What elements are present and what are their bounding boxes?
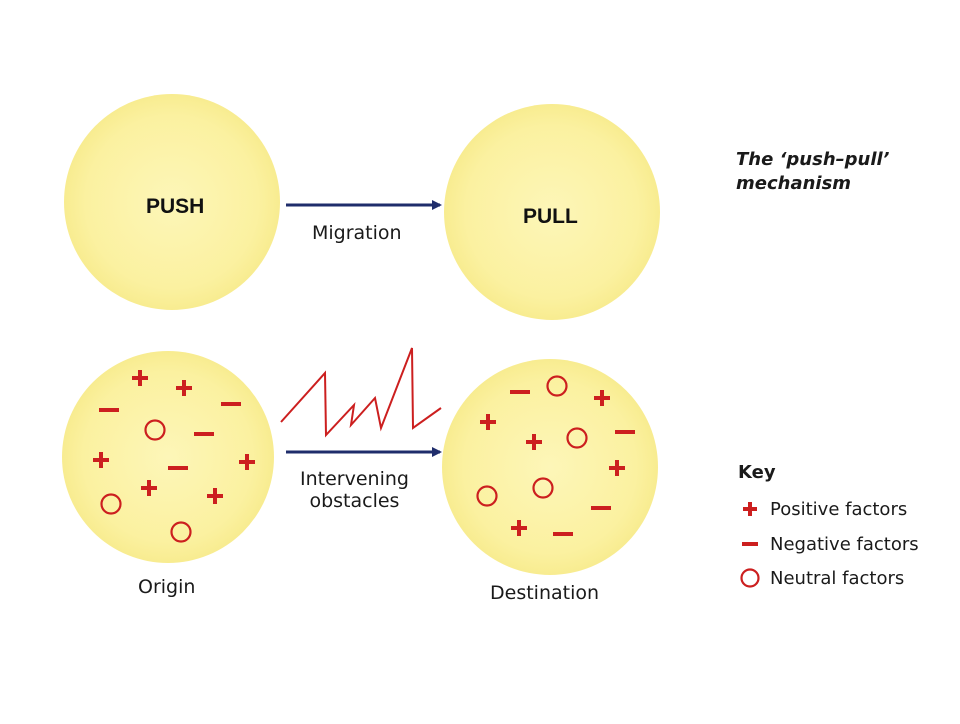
destination-circle (442, 359, 658, 575)
pull-circle (444, 104, 660, 320)
neutral-factor-icon (100, 493, 122, 515)
circle-icon (740, 568, 760, 588)
positive-factor-icon (480, 414, 496, 430)
plus-icon (743, 502, 757, 516)
neutral-factor-icon (144, 419, 166, 441)
push-label: PUSH (146, 195, 205, 218)
positive-factor-icon (176, 380, 192, 396)
key-item-label: Neutral factors (770, 567, 905, 589)
key-item-positive: Positive factors (738, 496, 907, 522)
neutral-factor-icon (170, 521, 192, 543)
intervening-obstacles-line1: Intervening (300, 468, 409, 490)
intervening-obstacles-zigzag (280, 347, 442, 438)
key-title: Key (738, 462, 776, 483)
minus-icon (742, 542, 758, 546)
neutral-factor-icon (532, 477, 554, 499)
positive-factor-icon (132, 370, 148, 386)
positive-factor-icon (594, 390, 610, 406)
migration-label: Migration (312, 222, 402, 244)
positive-factor-icon (141, 480, 157, 496)
positive-factor-icon (239, 454, 255, 470)
diagram-title-line1: The ‘push–pull’ (736, 149, 890, 170)
destination-label: Destination (490, 582, 600, 604)
intervening-obstacles-line2: obstacles (309, 490, 400, 512)
destination-factor-group (476, 375, 635, 536)
key-item-neutral: Neutral factors (738, 565, 904, 591)
origin-label: Origin (138, 576, 196, 598)
neutral-factor-icon (546, 375, 568, 397)
diagram-title: The ‘push–pull’ mechanism (736, 148, 890, 196)
positive-factor-icon (609, 460, 625, 476)
positive-factor-icon (207, 488, 223, 504)
origin-factor-group (93, 370, 255, 543)
key-item-negative: Negative factors (738, 531, 919, 557)
positive-factor-icon (93, 452, 109, 468)
neutral-factor-icon (566, 427, 588, 449)
positive-factor-icon (511, 520, 527, 536)
push-circle (64, 94, 280, 310)
key-item-label: Positive factors (770, 498, 908, 520)
pull-label: PULL (523, 205, 578, 228)
origin-circle (62, 351, 274, 563)
key-item-label: Negative factors (770, 533, 919, 555)
intervening-obstacles-label: Intervening obstacles (300, 468, 409, 512)
positive-factor-icon (526, 434, 542, 450)
diagram-title-line2: mechanism (736, 173, 852, 194)
neutral-factor-icon (476, 485, 498, 507)
